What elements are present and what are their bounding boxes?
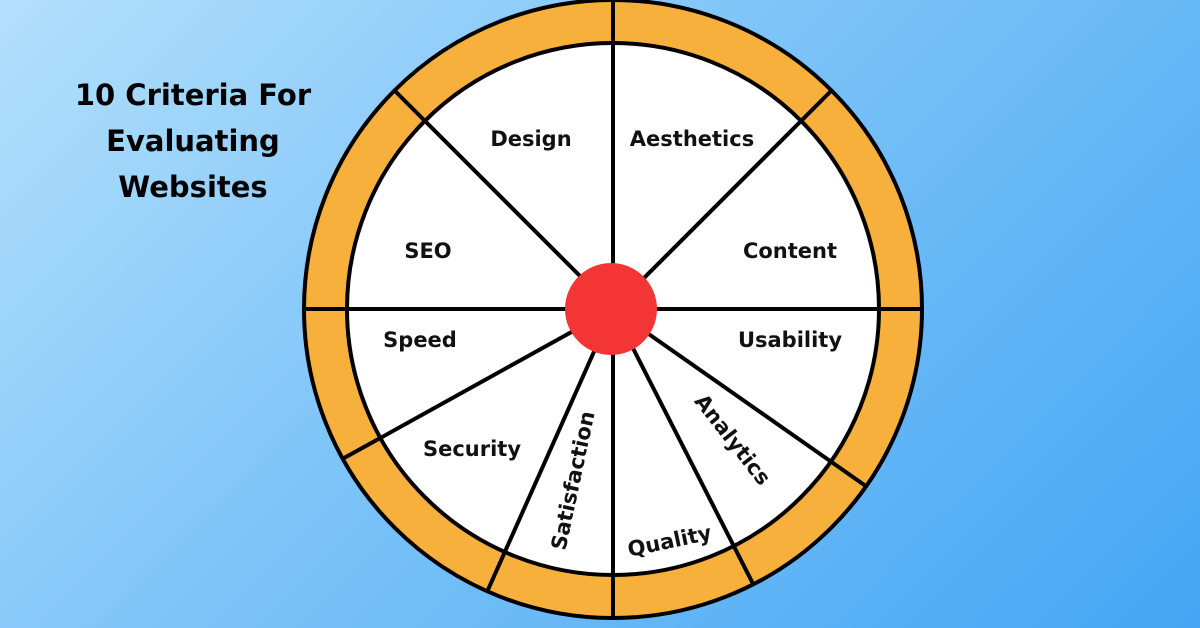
- spoke-divider: [611, 308, 756, 586]
- title-line-2: Evaluating: [106, 124, 280, 158]
- segment-label-aesthetics: Aesthetics: [630, 127, 754, 151]
- segment-label-usability: Usability: [738, 328, 842, 352]
- title-line-3: Websites: [118, 170, 268, 204]
- spoke-divider: [485, 308, 615, 593]
- segment-label-seo: SEO: [404, 239, 451, 263]
- spoke-divider: [611, 307, 868, 488]
- center-hub: [565, 263, 657, 355]
- spoke-divider: [611, 89, 833, 311]
- segment-label-speed: Speed: [383, 328, 457, 352]
- segment-label-content: Content: [743, 239, 837, 263]
- spoke-divider: [341, 307, 614, 461]
- title-line-1: 10 Criteria For: [74, 78, 312, 112]
- segment-label-security: Security: [423, 437, 521, 461]
- diagram-title: 10 Criteria For Evaluating Websites: [40, 72, 346, 210]
- segment-label-design: Design: [490, 127, 571, 151]
- spokes: [304, 0, 922, 618]
- spoke-divider: [393, 89, 615, 311]
